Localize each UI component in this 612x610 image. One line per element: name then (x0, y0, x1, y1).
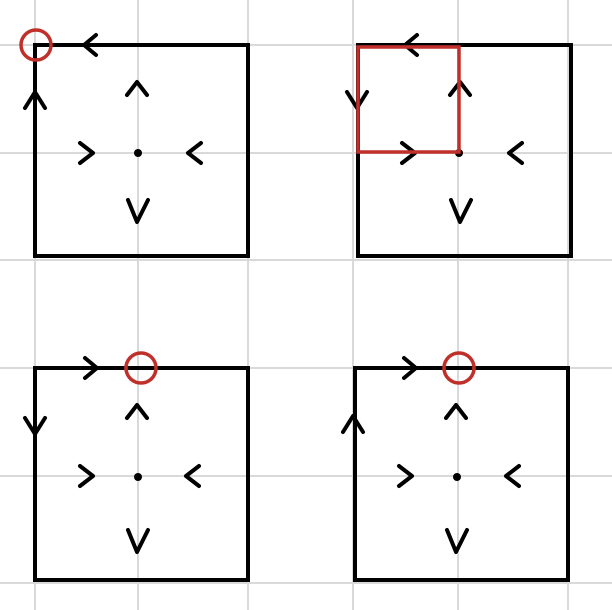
right-arrow-icon (78, 464, 95, 488)
up-arrow-icon (125, 403, 149, 420)
highlight-circle (442, 351, 476, 385)
down-arrow-icon (126, 528, 150, 554)
highlight-circle (19, 28, 53, 62)
panel-top-right (345, 33, 573, 258)
center-dot (453, 473, 461, 481)
panel-bottom-left (23, 351, 250, 582)
down-arrow-icon (449, 198, 473, 224)
center-dot (134, 149, 142, 157)
left-arrow-icon (403, 33, 419, 57)
left-arrow-icon (184, 464, 201, 488)
up-arrow-icon (23, 90, 47, 110)
center-dot (134, 473, 142, 481)
panel-square (33, 366, 250, 582)
highlight-circle (124, 351, 158, 385)
left-arrow-icon (82, 33, 98, 57)
panel-square (33, 43, 250, 258)
up-arrow-icon (341, 414, 365, 434)
left-arrow-icon (186, 141, 203, 165)
down-arrow-icon (445, 528, 469, 554)
panel-top-left (19, 28, 250, 258)
left-arrow-icon (507, 141, 524, 165)
down-arrow-icon (126, 198, 150, 224)
up-arrow-icon (444, 403, 468, 420)
left-arrow-icon (504, 464, 521, 488)
down-arrow-icon (23, 416, 47, 436)
panel-square (353, 366, 570, 582)
highlight-square (356, 45, 461, 154)
right-arrow-icon (78, 141, 95, 165)
panel-bottom-right (341, 351, 570, 582)
right-arrow-icon (83, 356, 99, 380)
right-arrow-icon (402, 356, 418, 380)
right-arrow-icon (397, 464, 414, 488)
up-arrow-icon (125, 80, 149, 97)
